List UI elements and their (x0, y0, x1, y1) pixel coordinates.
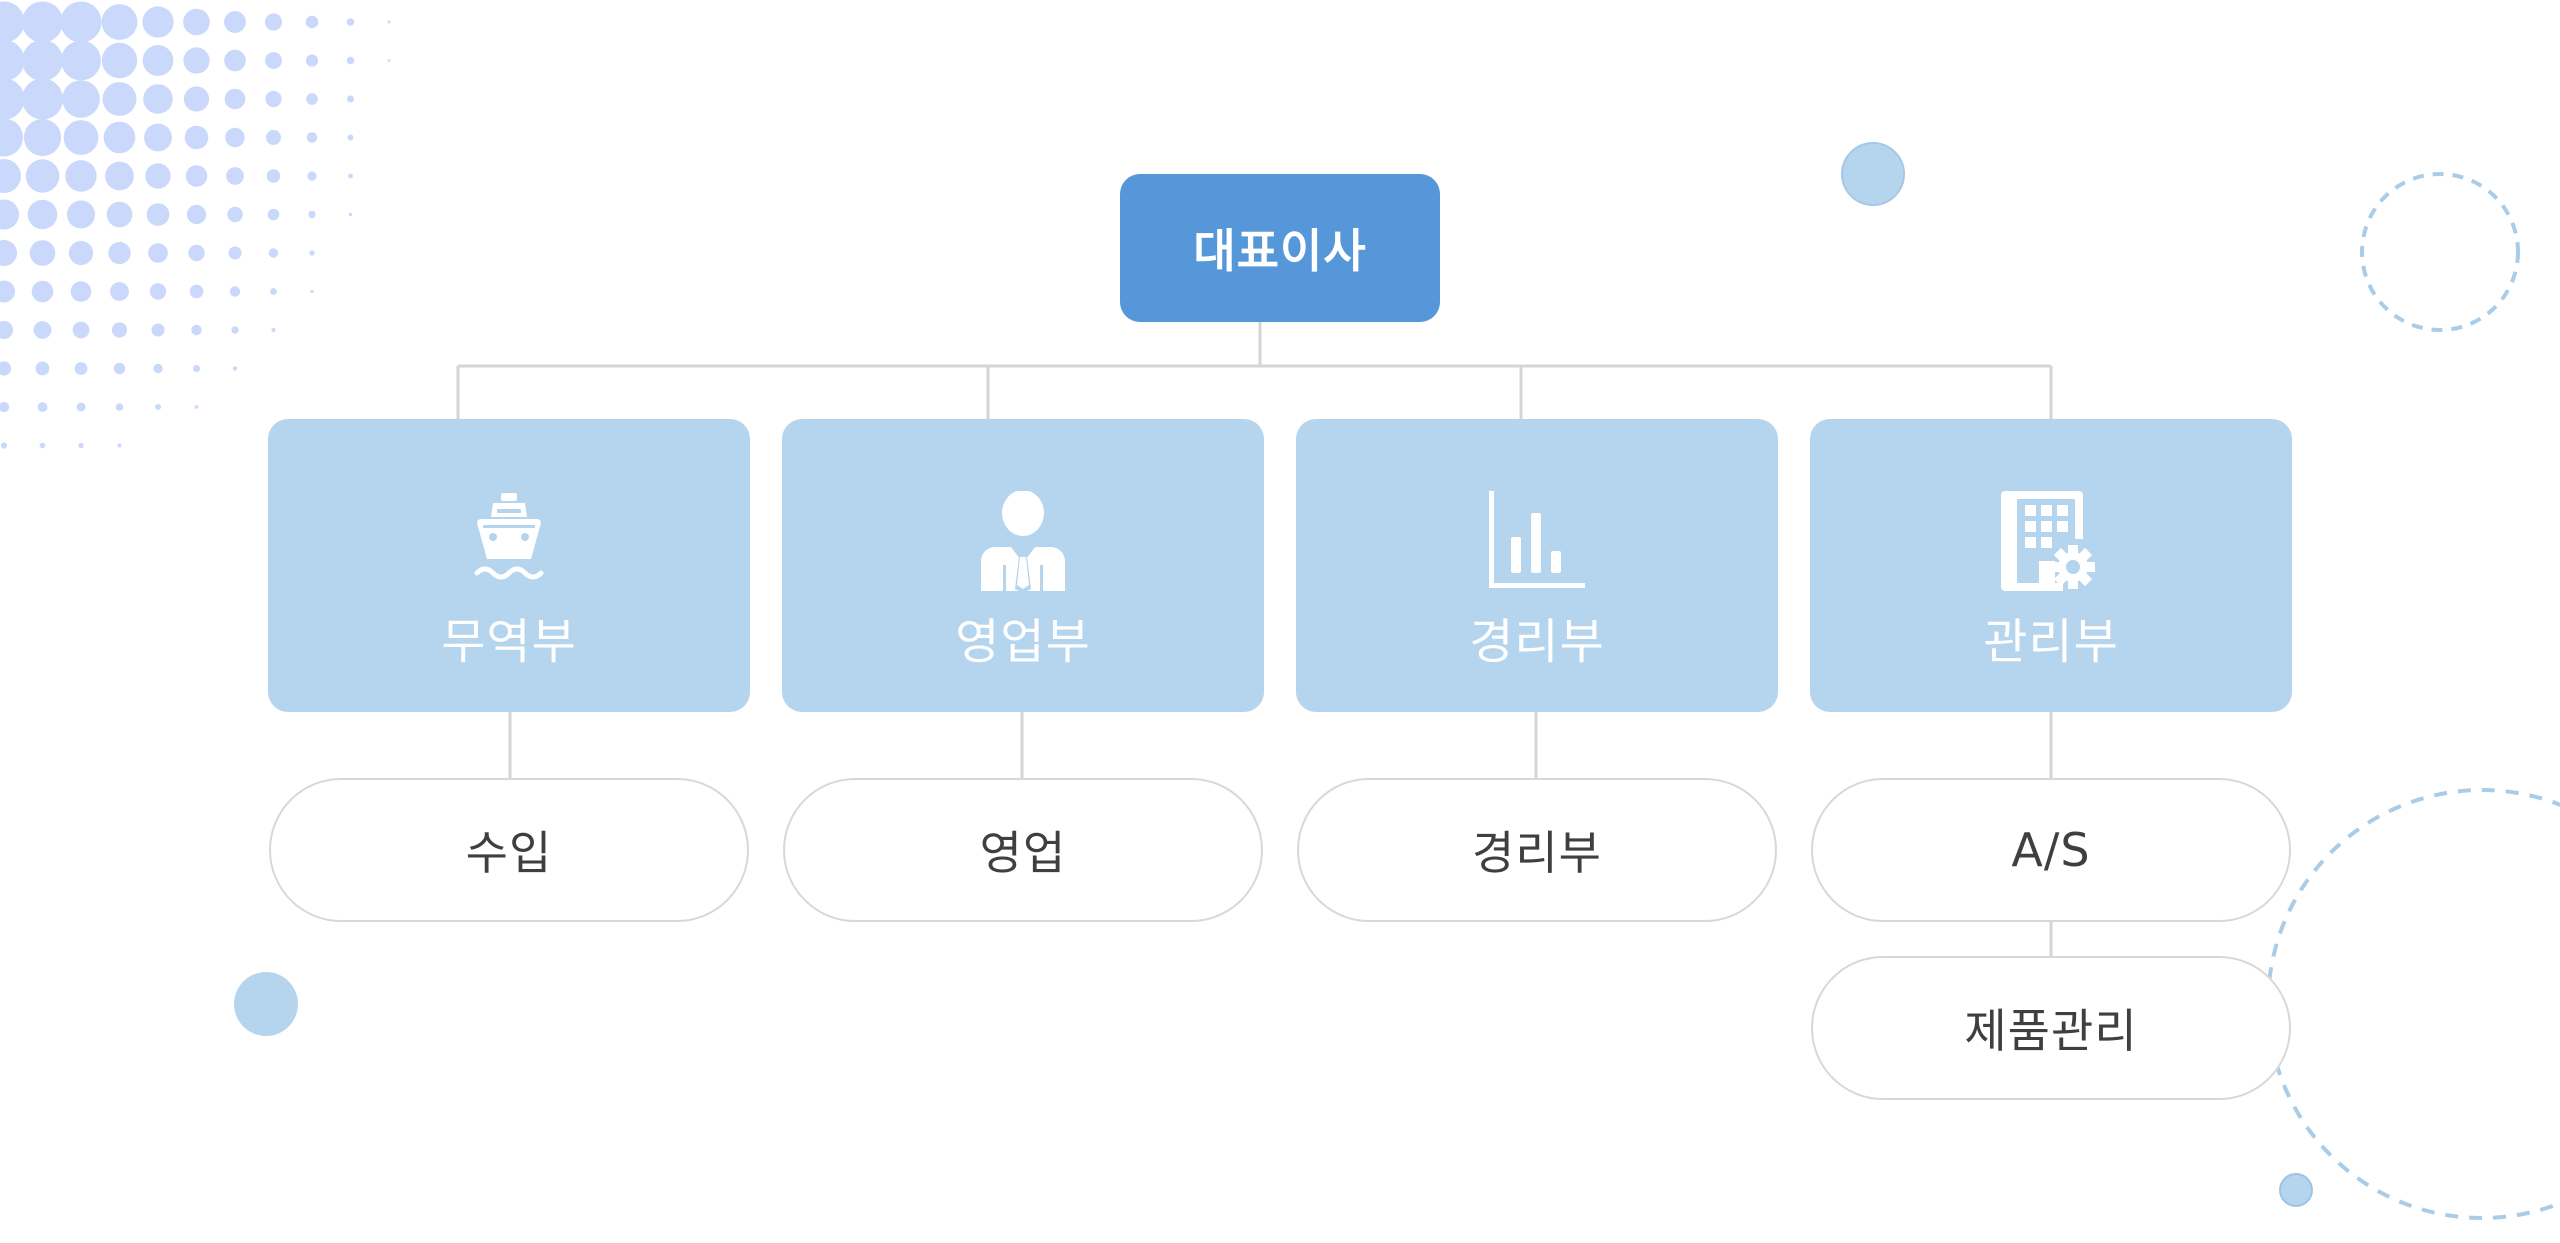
businessman-icon (981, 491, 1065, 591)
deco-filled-circle-top (1841, 142, 1905, 206)
deco-dashed-circle-top-right (2360, 172, 2520, 332)
org-root-node: 대표이사 (1120, 174, 1440, 322)
department-box-management: 관리부 (1810, 419, 2292, 712)
subunit-label: A/S (2011, 823, 2091, 877)
deco-small-circle-bottom-right (2279, 1173, 2313, 1207)
department-box-sales: 영업부 (782, 419, 1264, 712)
subunit-label: 경리부 (1472, 826, 1602, 880)
ship-icon (474, 493, 544, 580)
subunit-label: 수입 (465, 826, 553, 880)
department-label: 관리부 (1983, 614, 2119, 670)
deco-filled-circle-left (234, 972, 298, 1036)
subunit-pill: 영업 (783, 778, 1263, 922)
subunit-pill: A/S (1811, 778, 2291, 922)
department-label: 무역부 (441, 614, 577, 670)
subunit-label: 영업 (979, 826, 1067, 880)
department-box-trade: 무역부 (268, 419, 750, 712)
subunit-label: 제품관리 (1964, 1004, 2138, 1058)
subunit-pill: 수입 (269, 778, 749, 922)
building-gear-icon (2001, 491, 2095, 591)
bar-chart-icon (1489, 491, 1585, 588)
org-root-label: 대표이사 (1193, 224, 1367, 278)
halftone-dot-pattern (0, 1, 391, 449)
department-label: 영업부 (955, 614, 1091, 670)
subunit-pill: 제품관리 (1811, 956, 2291, 1100)
subunit-pill: 경리부 (1297, 778, 1777, 922)
department-label: 경리부 (1469, 614, 1605, 670)
department-box-accounting: 경리부 (1296, 419, 1778, 712)
